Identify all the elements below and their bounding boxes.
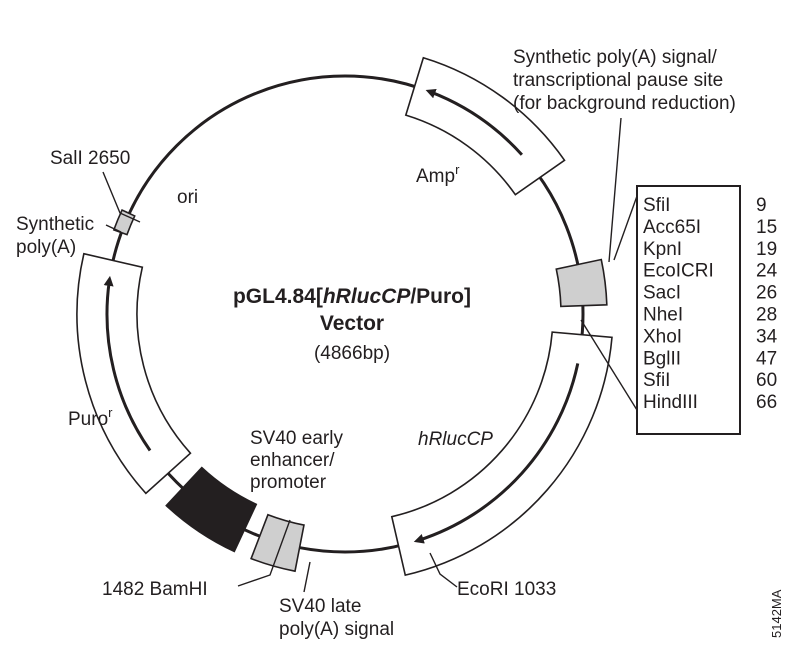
- sv40-early-label-line3: promoter: [250, 472, 327, 493]
- synthetic-polya-segment: [112, 208, 136, 236]
- mcs-enzyme: HindIII: [643, 392, 698, 413]
- mcs-leader-bottom: [580, 319, 638, 411]
- mcs-position: 34: [756, 326, 778, 347]
- pause-site-segment: [555, 258, 608, 308]
- hrluccp-label: hRlucCP: [418, 429, 493, 450]
- bamhi-leader: [237, 519, 291, 587]
- synthetic-polya-leader: [105, 224, 122, 233]
- mcs-position: 47: [756, 348, 777, 369]
- mcs-enzyme: XhoI: [643, 326, 682, 347]
- sv40-early-label-line1: SV40 early: [250, 428, 343, 449]
- mcs-enzyme: NheI: [643, 305, 683, 326]
- pause-site-label-line2: transcriptional pause site: [513, 70, 723, 91]
- ecori-leader: [429, 552, 458, 588]
- mcs-position: 15: [756, 217, 777, 238]
- mcs-leader-top: [613, 195, 638, 261]
- vector-label: Vector: [320, 312, 384, 335]
- vector-name: pGL4.84[hRlucCP/Puro]: [233, 285, 471, 308]
- mcs-position: 66: [756, 392, 777, 413]
- amp-segment: [404, 56, 566, 196]
- leader-lines: [102, 117, 638, 593]
- puro-arrow: [103, 275, 152, 452]
- sv40-late-leader: [303, 561, 311, 593]
- mcs-enzyme: KpnI: [643, 239, 682, 260]
- pause-site-label-line1: Synthetic poly(A) signal/: [513, 47, 718, 68]
- ecori-site-label: EcoRI 1033: [457, 579, 556, 600]
- direction-arrows: [103, 88, 580, 544]
- puro-label: Puror: [68, 405, 113, 430]
- mcs-enzyme: BglII: [643, 348, 681, 369]
- mcs-enzyme: EcoICRI: [643, 261, 714, 282]
- amp-arrow: [425, 88, 523, 156]
- mcs-enzyme: SfiI: [643, 370, 670, 391]
- bamhi-site-label: 1482 BamHI: [102, 579, 208, 600]
- mcs-position: 19: [756, 239, 777, 260]
- mcs-position: 24: [756, 261, 778, 282]
- vector-size: (4866bp): [314, 343, 390, 364]
- sali-site-label: SalI 2650: [50, 148, 130, 169]
- puro-segment: [76, 252, 192, 495]
- mcs-position: 60: [756, 370, 777, 391]
- sv40-early-label-line2: enhancer/: [250, 450, 335, 471]
- synthetic-polya-label-line1: Synthetic: [16, 214, 94, 235]
- mcs-enzyme: SfiI: [643, 195, 670, 216]
- mcs-enzyme: Acc65I: [643, 217, 701, 238]
- figure-code: 5142MA: [769, 589, 784, 638]
- pause-site-leader: [608, 117, 622, 263]
- hrluccp-arrow: [413, 363, 580, 544]
- sv40-late-label-line2: poly(A) signal: [279, 619, 394, 640]
- sv40-early-segment: [165, 466, 258, 553]
- mcs-position: 9: [756, 195, 767, 216]
- mcs-box: [636, 185, 741, 435]
- mcs-position: 26: [756, 283, 777, 304]
- amp-label: Ampr: [416, 162, 460, 187]
- feature-segments: [76, 56, 613, 577]
- synthetic-polya-label-line2: poly(A): [16, 237, 76, 258]
- sv40-late-label-line1: SV40 late: [279, 596, 361, 617]
- pause-site-label-line3: (for background reduction): [513, 93, 736, 114]
- mcs-enzyme: SacI: [643, 283, 681, 304]
- sali-leader: [102, 171, 141, 223]
- hrluccp-segment: [390, 331, 613, 577]
- ori-label: ori: [177, 187, 198, 208]
- sv40-late-segment: [250, 513, 305, 573]
- mcs-position: 28: [756, 305, 777, 326]
